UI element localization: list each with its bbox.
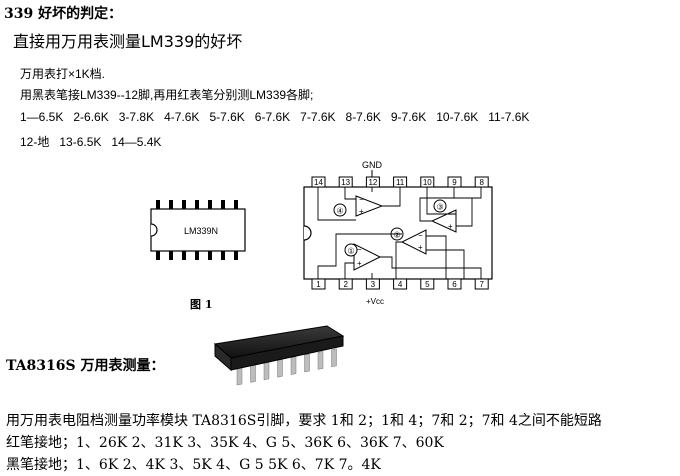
bottom-pin-label-1: 1 [316,280,321,289]
top-pin-label-10: 10 [423,178,432,187]
svg-text:+: + [357,259,362,268]
top-pin-label-12: 12 [368,178,377,187]
svg-text:−: − [359,195,364,204]
bottom-pin-label-6: 6 [452,280,457,289]
svg-text:−: − [448,210,453,219]
chip-notch [150,223,158,237]
svg-text:+: + [448,222,453,231]
bottom-pin-box-5 [420,278,435,290]
reading-b-2: 14—5.4K [111,135,162,149]
bottom-pin-box-6 [447,278,462,290]
top-pin-label-8: 8 [479,178,484,187]
instruction-line-2: 用黑表笔接LM339--12脚,再用红表笔分别测LM339各脚; [20,88,314,102]
reading-b-1: 13-6.5K [59,135,102,149]
ta8316s-paragraph-2: 红笔接地；1、26K 2、31K 3、35K 4、G 5、36K 6、36K 7… [6,435,444,451]
comparator-3 [430,209,457,233]
chip-top-pins [156,200,238,209]
reading-3: 4-7.6K [164,110,200,124]
reading-5: 6-7.6K [254,110,291,124]
bottom-pin-box-3 [365,278,380,290]
reading-0: 1—6.5K [20,110,64,124]
bottom-pin-box-2 [338,278,353,290]
top-pin-label-14: 14 [314,178,323,187]
page-heading: 直接用万用表测量LM339的好坏 [13,32,243,51]
reading-4: 5-7.6K [209,110,245,124]
schematic-bottom-pins: 1 2 3 4 5 6 7 [311,278,489,290]
svg-text:−: − [357,245,362,254]
chip-body [150,208,246,252]
comparator-2 [400,229,427,255]
readings-row-1: 1—6.5K 2-6.6K 3-7.8K 4-7.6K 5-7.6K 6-7.6K 7-7.… [20,110,539,124]
chip-bottom-pins [156,251,238,260]
comparator-2-number: ② [394,231,401,240]
reading-10: 11-7.6K [488,110,530,124]
reading-1: 2-6.6K [73,110,109,124]
comparator-1-number: ① [348,247,355,256]
reading-7: 8-7.6K [345,110,381,124]
dip-chip-drawing: LM339N [150,200,246,260]
reading-9: 10-7.6K [436,110,479,124]
svg-text:+: + [418,243,423,252]
reading-6: 7-7.6K [300,110,336,124]
bottom-pin-box-7 [474,278,489,290]
bottom-pin-label-5: 5 [425,280,430,289]
bottom-pin-label-3: 3 [371,280,376,289]
comparator-4-number: ④ [337,207,344,216]
vcc-label: +Vcc [366,297,384,306]
bottom-pin-box-4 [393,278,408,290]
top-pin-label-11: 11 [396,178,405,187]
comparator-4 [355,195,384,217]
svg-text:+: + [359,207,364,216]
top-pin-box-12 [365,176,380,188]
reading-b-0: 12-地 [20,135,50,149]
bottom-pin-label-2: 2 [343,280,348,289]
readings-row-2: 12-地 13-6.5K 14—5.4K [20,133,171,150]
comparator-3-number: ③ [437,203,444,212]
top-pin-box-13 [338,176,353,188]
instruction-line-1: 万用表打×1K档. [20,67,106,81]
top-pin-box-8 [474,176,489,188]
top-pin-box-9 [447,176,462,188]
ta8316s-chip-photo [213,325,345,386]
comparator-1 [353,243,382,271]
section-title: 339 好坏的判定： [4,6,123,22]
bottom-pin-label-7: 7 [479,280,484,289]
ta8316s-title: TA8316S 万用表测量： [6,358,165,374]
chip-label: LM339N [184,226,218,236]
top-pin-box-14 [311,176,326,188]
reading-8: 9-7.6K [390,110,427,124]
gnd-label: GND [362,160,383,170]
svg-text:−: − [418,231,423,240]
figure-caption: 图 1 [190,298,213,311]
ta8316s-paragraph-3: 黑笔接地；1、6K 2、4K 3、5K 4、G 5 5K 6、7K 7。4K [6,457,381,473]
bottom-pin-label-4: 4 [398,280,403,289]
reading-2: 3-7.8K [118,110,155,124]
top-pin-label-9: 9 [452,178,457,187]
top-pin-label-13: 13 [341,178,350,187]
schematic-wiring [317,187,482,279]
bottom-pin-box-1 [311,278,326,290]
ta8316s-paragraph-1: 用万用表电阻档测量功率模块 TA8316S引脚，要求 1和 2；1和 4；7和 … [6,413,602,429]
schematic-top-pins: 14 13 12 11 10 9 8 [311,176,489,188]
